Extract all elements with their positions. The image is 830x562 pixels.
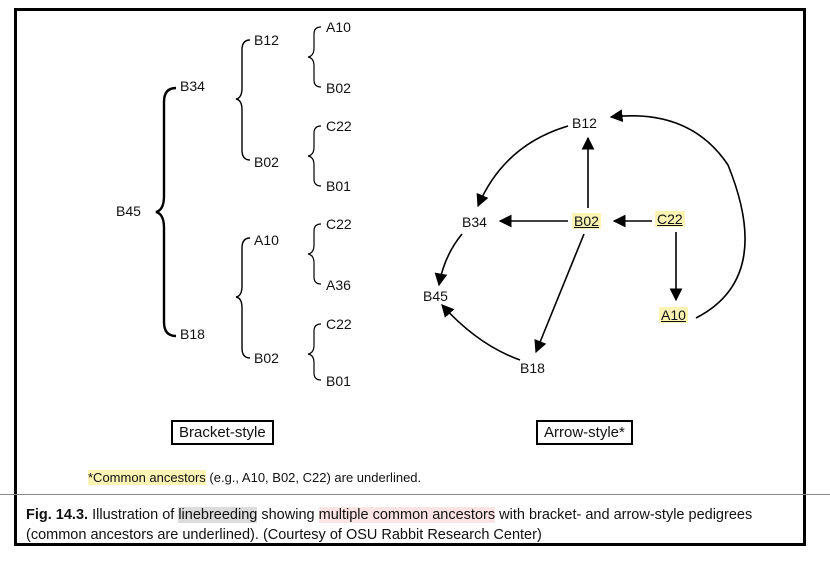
bracket-gen3-b01-b: B01 — [326, 373, 351, 389]
arrow-a10-b12 — [609, 109, 746, 319]
arrow-node-b18: B18 — [520, 360, 545, 376]
caption-fig-number: Fig. 14.3. — [26, 507, 89, 523]
arrow-node-b02: B02 — [572, 213, 601, 229]
bracket-gen3-c22-c: C22 — [326, 316, 352, 332]
bracket-style-label: Bracket-style — [171, 420, 274, 445]
caption-part-2: showing — [257, 507, 319, 523]
arrow-node-b12: B12 — [572, 115, 597, 131]
arrow-b34-b45 — [434, 233, 463, 287]
footnote-highlight: *Common ancestors — [88, 470, 206, 485]
arrow-node-b34: B34 — [462, 214, 487, 230]
figure-frame — [14, 8, 806, 546]
arrow-b02-b18 — [534, 233, 585, 354]
bracket-gen1-b18: B18 — [180, 326, 205, 342]
arrow-node-b45: B45 — [423, 288, 448, 304]
brace-a10 — [307, 223, 322, 285]
caption-term-linebreeding: linebreeding — [178, 507, 258, 523]
brace-b45 — [155, 86, 177, 338]
arrow-b18-b45 — [441, 304, 521, 361]
caption-part-1: Illustration of — [88, 507, 179, 523]
bracket-gen3-a36: A36 — [326, 277, 351, 293]
bracket-gen2-b12: B12 — [254, 32, 279, 48]
caption-part-3: with bracket- and arrow-style pedigrees … — [26, 507, 753, 543]
bracket-gen2-a10: A10 — [254, 232, 279, 248]
figure-caption: Fig. 14.3. Illustration of linebreeding … — [0, 494, 830, 562]
footnote: *Common ancestors (e.g., A10, B02, C22) … — [88, 470, 421, 485]
arrow-node-c22: C22 — [655, 211, 685, 227]
footnote-rest: (e.g., A10, B02, C22) are underlined. — [205, 470, 422, 485]
brace-b02-upper — [307, 125, 322, 187]
bracket-gen3-a10: A10 — [326, 19, 351, 35]
bracket-gen3-c22: C22 — [326, 118, 352, 134]
bracket-gen3-c22-b: C22 — [326, 216, 352, 232]
bracket-gen3-b02: B02 — [326, 80, 351, 96]
bracket-root-b45: B45 — [116, 203, 141, 219]
brace-b18 — [235, 237, 251, 359]
caption-term-common-ancestors: multiple common ancestors — [318, 507, 496, 523]
arrow-node-a10: A10 — [659, 307, 688, 323]
bracket-gen2-b02-lower: B02 — [254, 350, 279, 366]
brace-b34 — [235, 39, 251, 161]
arrow-b12-b34 — [476, 125, 569, 208]
bracket-gen3-b01: B01 — [326, 178, 351, 194]
brace-b02-lower — [307, 323, 322, 381]
bracket-gen2-b02: B02 — [254, 154, 279, 170]
bracket-gen1-b34: B34 — [180, 78, 205, 94]
arrow-style-label: Arrow-style* — [536, 420, 633, 445]
brace-b12 — [307, 26, 322, 88]
caption-text: Fig. 14.3. Illustration of linebreeding … — [26, 505, 796, 545]
